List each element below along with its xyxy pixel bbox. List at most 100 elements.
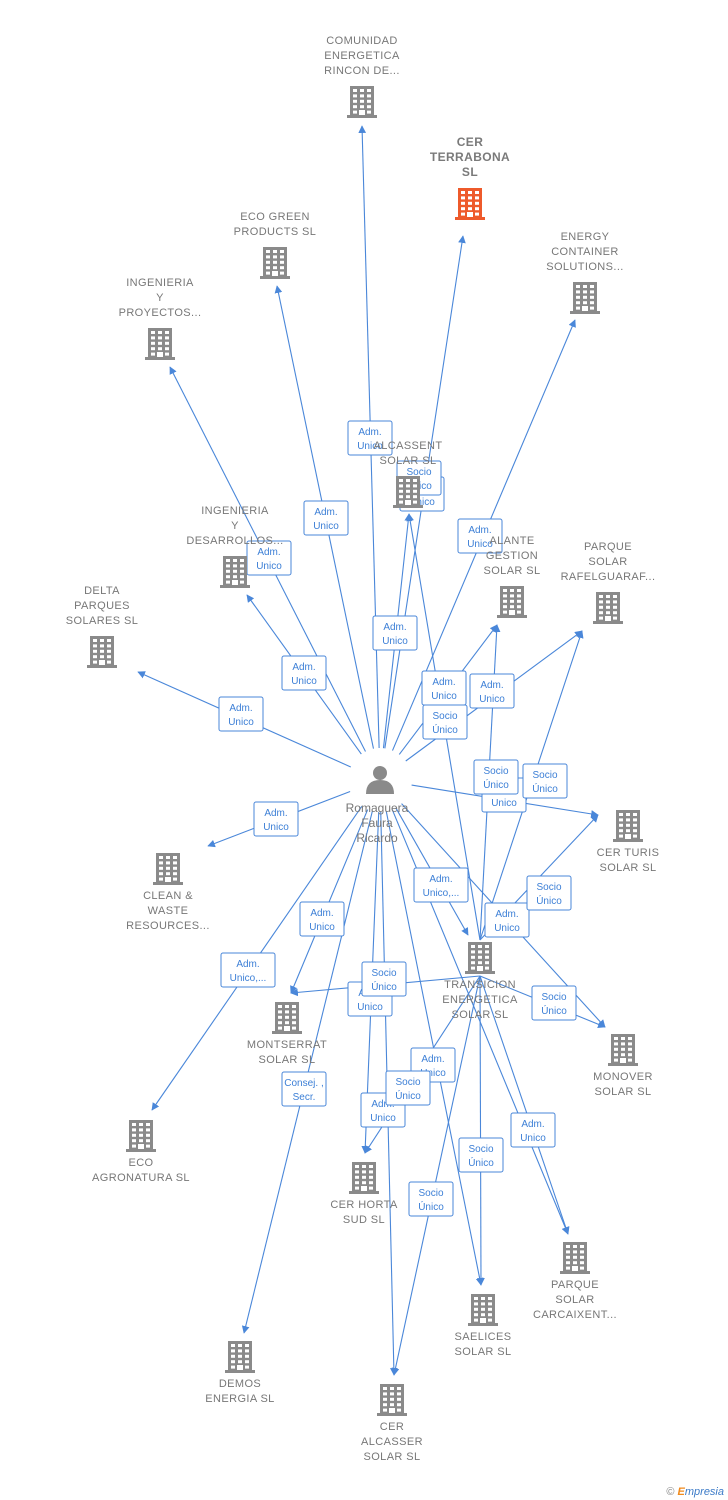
company-name: GESTION <box>486 550 538 562</box>
company-name: SOLAR SL <box>483 565 540 577</box>
edge-label[interactable]: Adm.Unico <box>299 901 345 937</box>
edge-label[interactable]: Adm.Unico <box>457 518 503 554</box>
company-name: ECO GREEN <box>240 211 310 223</box>
edge-label-text: Unico,... <box>230 973 267 984</box>
edge-romaguera-to-montserrat <box>290 809 369 994</box>
company-node-carcaixent[interactable]: PARQUESOLARCARCAIXENT... <box>533 1242 617 1321</box>
edge-label-text: Único <box>483 778 509 791</box>
company-name: INGENIERIA <box>126 277 194 289</box>
edge-label-text: Adm. <box>383 622 406 633</box>
edge-label[interactable]: Adm.Unico,... <box>413 867 469 903</box>
company-name: SOLAR SL <box>599 862 656 874</box>
building-icon <box>613 810 643 842</box>
copyright-symbol: © <box>666 1486 675 1498</box>
company-name: ALCASSENT <box>373 440 442 452</box>
building-icon <box>468 1294 498 1326</box>
edge-label-text: Socio <box>536 882 561 893</box>
company-name: CER <box>457 135 484 149</box>
company-node-ingproyectos[interactable]: INGENIERIAYPROYECTOS... <box>119 277 202 360</box>
company-node-energycontainer[interactable]: ENERGYCONTAINERSOLUTIONS... <box>546 231 624 314</box>
edge-label[interactable]: Adm.Unico <box>421 670 467 706</box>
edge-label[interactable]: Adm.Unico,... <box>220 952 276 988</box>
building-icon <box>126 1120 156 1152</box>
edge-label-text: Único <box>371 980 397 993</box>
edge-label-text: Unico <box>467 539 493 550</box>
edge-label-text: Adm. <box>292 662 315 673</box>
company-node-ingdesarrollos[interactable]: INGENIERIAYDESARROLLOS... <box>186 505 283 588</box>
edge-label-text: Adm. <box>371 1099 394 1110</box>
edge-label-text: Socio <box>468 1144 493 1155</box>
company-node-alantegestion[interactable]: ALANTE GESTION SOLAR SL <box>483 535 540 618</box>
edge-label[interactable]: Adm.Unico <box>253 801 299 837</box>
edge-label[interactable]: Adm.Unico <box>372 615 418 651</box>
edge-label-text: Unico <box>431 691 457 702</box>
edge-label[interactable]: Adm.Unico <box>218 696 264 732</box>
edge-label-text: Socio <box>371 968 396 979</box>
edge-label-text: Adm. <box>310 908 333 919</box>
edge-label-text: Consej. , <box>284 1078 323 1089</box>
edge-label-text: Unico <box>420 1068 446 1079</box>
company-name: SOLARES SL <box>66 615 138 627</box>
edge-label[interactable]: Adm.Unico <box>484 902 530 938</box>
edge-label-text: Unico <box>256 561 282 572</box>
edge-label[interactable]: Adm.Unico <box>347 420 393 456</box>
company-name: ENERGETICA <box>324 50 400 62</box>
company-name: SAELICES <box>454 1331 511 1343</box>
company-name: SOLAR <box>555 1294 594 1306</box>
edge-label-text: Socio <box>395 1077 420 1088</box>
company-name: TERRABONA <box>430 150 510 164</box>
building-icon <box>497 586 527 618</box>
edge-label[interactable]: Adm.Unico <box>303 500 349 536</box>
company-name: CER TURIS <box>597 847 660 859</box>
edge-label[interactable]: Consej. ,Secr. <box>281 1071 327 1107</box>
person-name: Romaguera <box>346 801 409 815</box>
company-name: ENERGIA SL <box>205 1393 274 1405</box>
company-name: WASTE <box>148 905 189 917</box>
company-node-cleanwaste[interactable]: CLEAN &WASTERESOURCES... <box>126 853 210 932</box>
edge-label[interactable]: Adm.Unico <box>281 655 327 691</box>
company-name: ALANTE <box>489 535 534 547</box>
company-name: CER <box>380 1421 404 1433</box>
building-icon <box>608 1034 638 1066</box>
person-name: Ricardo <box>356 831 398 845</box>
edge-label-text: Único <box>432 723 458 736</box>
edge-label-text: Adm. <box>495 909 518 920</box>
company-name: SOLAR SL <box>451 1009 508 1021</box>
edge-label-text: Adm. <box>264 808 287 819</box>
edge-label-text: Unico <box>370 1113 396 1124</box>
company-node-turis[interactable]: CER TURIS SOLAR SL <box>597 810 660 874</box>
brand-logo-rest: mpresia <box>684 1486 724 1498</box>
edge-label-text: Único <box>536 894 562 907</box>
edge-label[interactable]: Adm.Unico <box>469 673 515 709</box>
edge-label[interactable]: Adm.Unico <box>510 1112 556 1148</box>
building-icon <box>153 853 183 885</box>
company-node-rafelguaraf[interactable]: PARQUESOLARRAFELGUARAF... <box>561 541 656 624</box>
edge-label-text: Unico <box>357 1002 383 1013</box>
company-name: DESARROLLOS... <box>186 535 283 547</box>
building-icon <box>87 636 117 668</box>
